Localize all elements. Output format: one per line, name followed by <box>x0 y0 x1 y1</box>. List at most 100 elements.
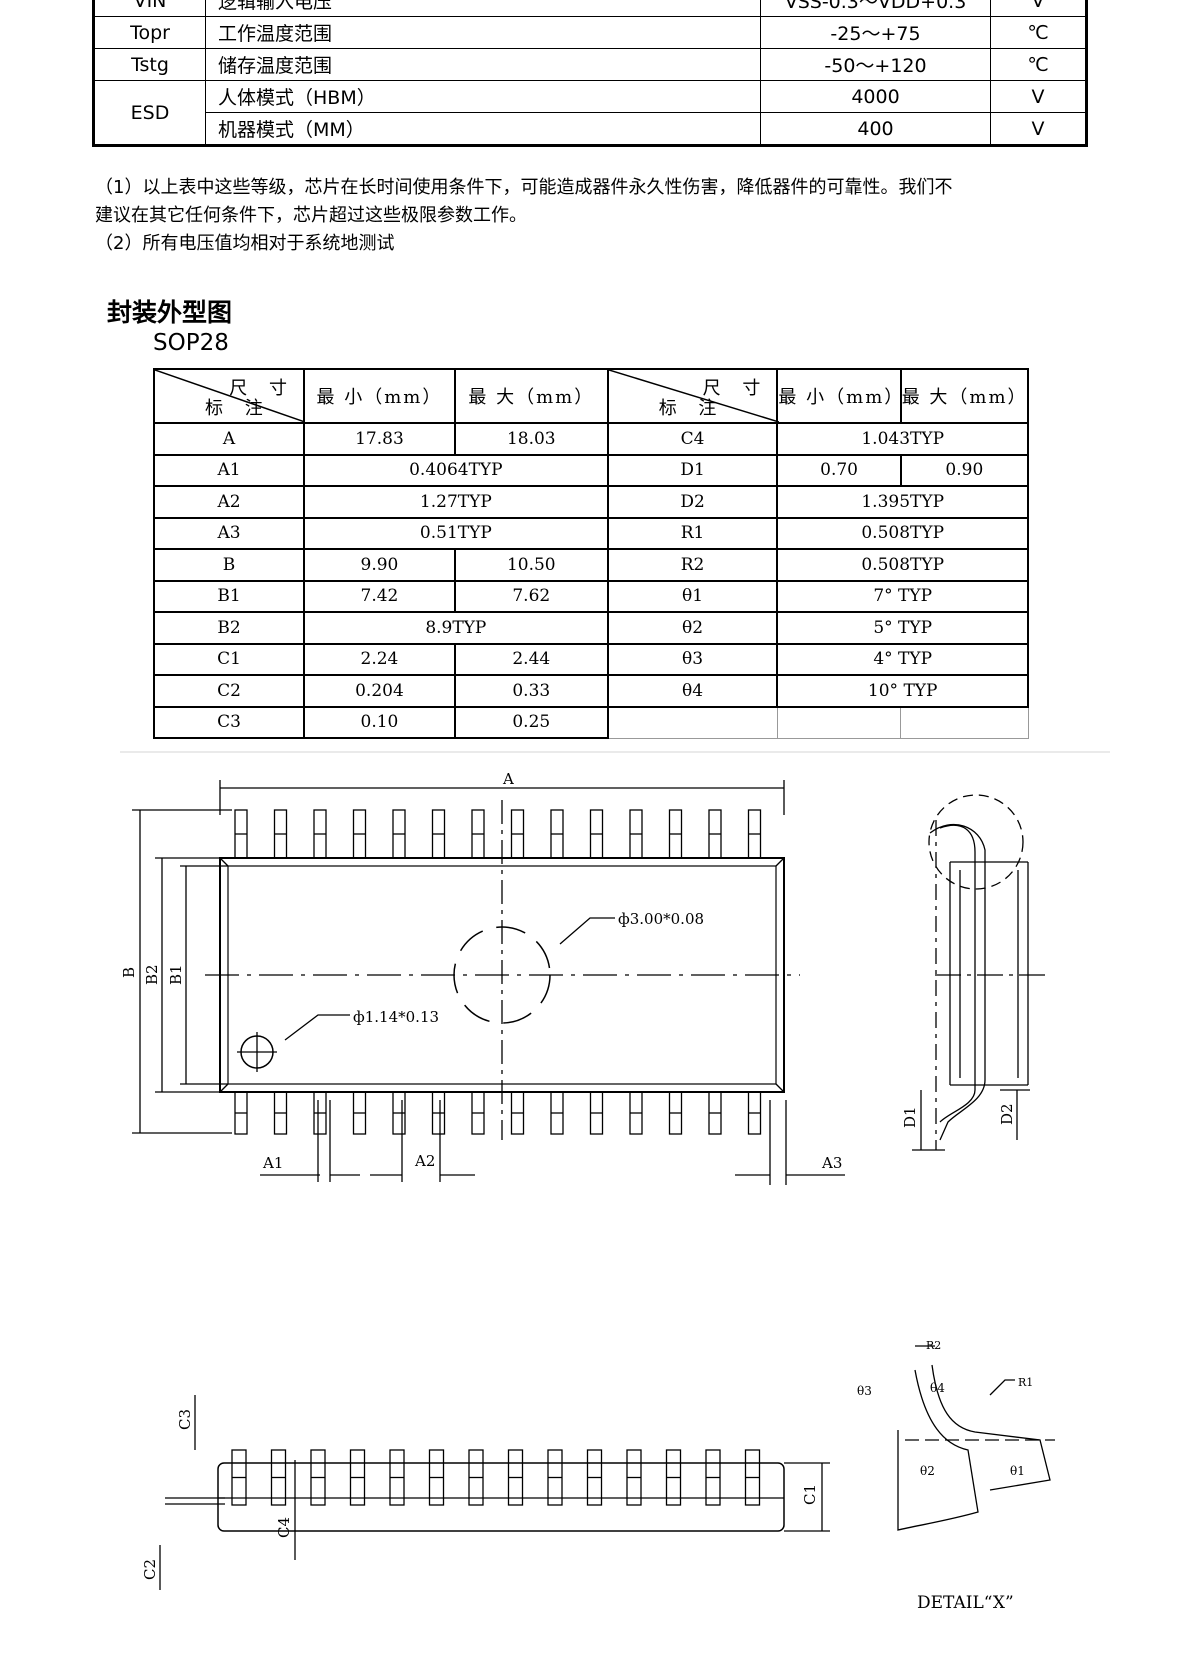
diagonal-line-icon <box>608 370 779 422</box>
param-cell: 储存温度范围 <box>205 48 761 81</box>
package-outline-drawing: A B B2 B1 A1 A2 A3 ф3.00*0.08 ф1.14*0.13… <box>120 751 1110 1613</box>
typ-cell: 0.51TYP <box>303 516 609 550</box>
param-cell: 机器模式（MM） <box>205 112 761 146</box>
header-size-label: 尺 寸 <box>229 378 296 399</box>
typ-cell: 5° TYP <box>776 611 1029 645</box>
table-row: C2 0.204 0.33 θ4 10° TYP <box>152 674 1029 708</box>
unit-cell: V <box>990 112 1087 146</box>
value-cell: 4000 <box>760 80 991 113</box>
mark-cell: A <box>152 422 306 456</box>
dim-label-r2: R2 <box>926 1339 941 1352</box>
typ-cell: 4° TYP <box>776 642 1029 676</box>
table-row: C1 2.24 2.44 θ3 4° TYP <box>152 642 1029 676</box>
symbol-cell: VIN <box>93 0 206 17</box>
table-row: A1 0.4064TYP D1 0.70 0.90 <box>152 453 1030 487</box>
diag-header-left: 尺 寸 标 注 <box>152 368 306 424</box>
detail-x-callout <box>928 794 1024 890</box>
mark-cell: θ4 <box>606 674 779 708</box>
unit-cell: ℃ <box>990 48 1087 81</box>
empty-cell <box>607 706 778 739</box>
value-cell: -25～+75 <box>760 16 991 49</box>
typ-cell: 1.043TYP <box>776 422 1029 456</box>
dim-label-c4: C4 <box>275 1517 293 1538</box>
mark-cell: R1 <box>606 516 779 550</box>
mark-cell: B <box>152 548 306 582</box>
param-cell: 工作温度范围 <box>205 16 761 49</box>
mark-cell: θ3 <box>606 642 779 676</box>
max-cell: 2.44 <box>453 642 609 676</box>
mark-cell: θ1 <box>606 579 779 613</box>
typ-cell: 10° TYP <box>776 674 1029 708</box>
empty-cell <box>776 706 902 739</box>
mark-cell: θ2 <box>606 611 779 645</box>
package-name: SOP28 <box>153 330 229 356</box>
table-row: B1 7.42 7.62 θ1 7° TYP <box>152 579 1029 613</box>
symbol-cell: Tstg <box>93 48 206 81</box>
header-max: 最 大（mm） <box>453 368 609 424</box>
symbol-cell: Topr <box>93 16 206 49</box>
mark-cell: A2 <box>152 485 306 519</box>
dim-label-a3: A3 <box>821 1154 842 1172</box>
symbol-cell: ESD <box>93 80 206 146</box>
value-cell: -50～+120 <box>760 48 991 81</box>
angle-label-t2: θ2 <box>920 1464 935 1478</box>
table-row: A2 1.27TYP D2 1.395TYP <box>152 485 1029 519</box>
dim-label-d2: D2 <box>998 1103 1016 1125</box>
note-1-line-1: （1）以上表中这些等级，芯片在长时间使用条件下，可能造成器件永久性伤害，降低器件… <box>95 177 953 198</box>
dim-label-c2: C2 <box>141 1559 159 1580</box>
table-row: A 17.83 18.03 C4 1.043TYP <box>152 422 1029 456</box>
max-cell: 18.03 <box>453 422 609 456</box>
diag-header-right: 尺 寸 标 注 <box>606 368 779 424</box>
angle-label-t3: θ3 <box>857 1384 872 1398</box>
header-min: 最 小（mm） <box>303 368 456 424</box>
mark-cell: C3 <box>152 705 306 739</box>
mark-cell: R2 <box>606 548 779 582</box>
mark-cell: A1 <box>152 453 306 487</box>
header-mark-label: 标 注 <box>658 398 725 419</box>
typ-cell: 0.508TYP <box>776 548 1029 582</box>
ejector-mark <box>453 926 551 1024</box>
table-row: B 9.90 10.50 R2 0.508TYP <box>152 548 1029 582</box>
typ-cell: 7° TYP <box>776 579 1029 613</box>
detail-label: DETAIL“X” <box>917 1593 1014 1613</box>
mark-cell: C4 <box>606 422 779 456</box>
table-row: C3 0.10 0.25 <box>152 705 1029 739</box>
value-cell: 400 <box>760 112 991 146</box>
angle-label-t4: θ4 <box>930 1381 945 1395</box>
header-min: 最 小（mm） <box>776 368 902 424</box>
max-cell: 10.50 <box>453 548 609 582</box>
max-cell: 0.25 <box>453 705 609 739</box>
dim-label-b1: B1 <box>167 964 185 985</box>
note-1-line-2: 建议在其它任何条件下，芯片超过这些极限参数工作。 <box>95 205 527 226</box>
ratings-table: VIN 逻辑输入电压 VSS-0.3～VDD+0.3 V Topr 工作温度范围… <box>92 0 1088 147</box>
table-row: Tstg 储存温度范围 -50～+120 ℃ <box>93 48 1087 81</box>
unit-cell: V <box>990 0 1087 17</box>
typ-cell: 0.508TYP <box>776 516 1029 550</box>
mark-cell: C2 <box>152 674 306 708</box>
typ-cell: 8.9TYP <box>303 611 609 645</box>
mark-cell: D1 <box>606 453 779 487</box>
section-title: 封装外型图 <box>107 298 233 327</box>
dim-label-c3: C3 <box>176 1409 194 1430</box>
table-header-row: 尺 寸 标 注 最 小（mm） 最 大（mm） 尺 寸 标 注 最 小（mm） … <box>152 368 1030 424</box>
dim-label-r1: R1 <box>1018 1376 1033 1389</box>
empty-cell <box>900 706 1029 739</box>
dim-label-a1: A1 <box>262 1154 283 1172</box>
dim-label-c1: C1 <box>801 1484 819 1505</box>
mark-cell: A3 <box>152 516 306 550</box>
pins-top <box>234 809 762 859</box>
min-cell: 9.90 <box>303 548 456 582</box>
min-cell: 0.10 <box>303 705 456 739</box>
min-cell: 0.70 <box>776 453 902 487</box>
hole-large-label: ф3.00*0.08 <box>618 910 704 928</box>
table-row: A3 0.51TYP R1 0.508TYP <box>152 516 1029 550</box>
min-cell: 2.24 <box>303 642 456 676</box>
dim-label-b: B <box>120 967 138 978</box>
pins-bottom <box>234 1091 762 1135</box>
header-mark-label: 标 注 <box>205 398 271 419</box>
unit-cell: ℃ <box>990 16 1087 49</box>
table-row: ESD 人体模式（HBM） 4000 V <box>93 80 1087 146</box>
table-row: 机器模式（MM） 400 V <box>94 112 1087 146</box>
value-cell: VSS-0.3～VDD+0.3 <box>760 0 991 17</box>
dim-label-a: A <box>502 770 514 788</box>
